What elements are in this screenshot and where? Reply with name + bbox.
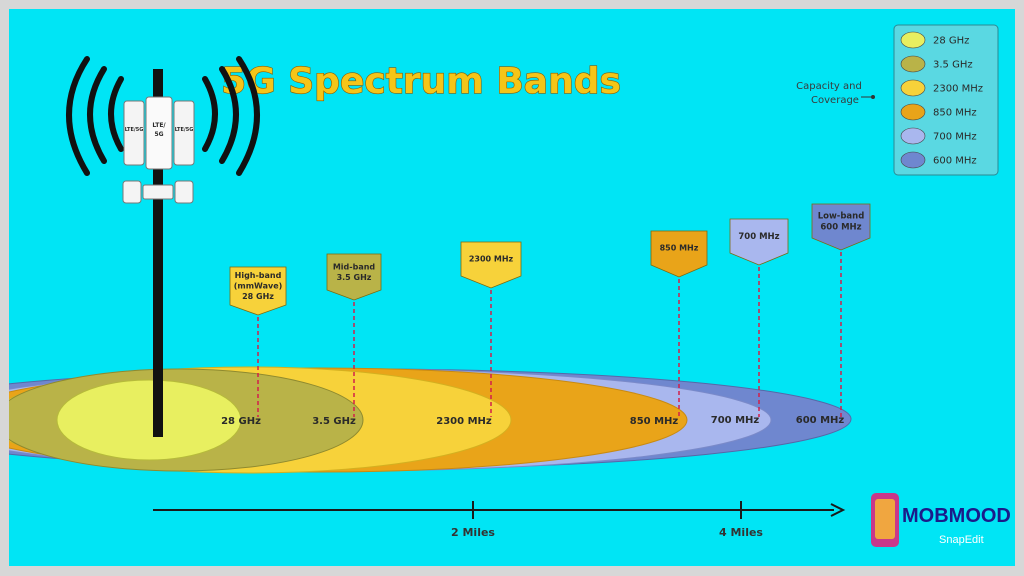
page-title: 5G Spectrum Bands: [221, 61, 621, 102]
legend-caption-line2: Coverage: [811, 95, 859, 106]
band-tag: 2300 MHz: [460, 241, 522, 417]
band-tag-shape: [729, 218, 789, 266]
band-tag: High-band (mmWave)28 GHz: [229, 266, 287, 417]
legend-item: 2300 MHz: [900, 79, 983, 97]
ellipse-band-label: 600 MHz: [796, 415, 845, 426]
legend-swatch: [900, 79, 926, 97]
legend-label: 2300 MHz: [933, 84, 983, 95]
signal-wave-icon: [66, 56, 90, 176]
band-tag-text: 600 MHz: [820, 222, 861, 232]
radio-unit-icon: [174, 180, 194, 204]
ellipse-band-label: 850 MHz: [630, 416, 679, 427]
legend-caption-line1: Capacity and: [796, 81, 862, 92]
legend-item: 3.5 GHz: [900, 55, 973, 73]
coverage-ellipses: [9, 366, 852, 474]
antenna-panel-left: [123, 100, 145, 166]
antenna-label-left: LTE/5G: [125, 127, 144, 133]
antenna-panel-center: [145, 96, 173, 170]
legend-swatch: [900, 103, 926, 121]
band-tag-text: 700 MHz: [738, 232, 779, 242]
ellipse-labels: 28 GHz 3.5 GHz 2300 MHz 850 MHz 700 MHz 600 M…: [221, 415, 844, 427]
distance-axis: 2 Miles 4 Miles: [153, 501, 846, 539]
ellipse-band-label: 2300 MHz: [436, 416, 492, 427]
band-tag-shape: [460, 241, 522, 289]
legend-swatch: [900, 55, 926, 73]
legend-item: 600 MHz: [900, 151, 977, 169]
watermark-brand: MOBMOOD: [902, 505, 1011, 527]
spectrum-diagram: 5G Spectrum Bands LTE/5G LTE/ 5G LTE/5G: [9, 24, 1011, 547]
band-tag: 700 MHz: [729, 218, 789, 417]
band-tag-shape: [811, 203, 871, 251]
antenna-label-center-1: LTE/: [152, 122, 166, 129]
legend-swatch: [900, 31, 926, 49]
legend-label: 700 MHz: [933, 132, 977, 143]
watermark-sub: SnapEdit: [939, 534, 984, 546]
signal-wave-icon: [236, 56, 260, 176]
legend-item: 28 GHz: [900, 31, 969, 49]
legend-label: 3.5 GHz: [933, 60, 973, 71]
antenna-label-right: LTE/5G: [175, 127, 194, 133]
signal-wave-icon: [219, 66, 239, 164]
band-tag-shape: [326, 253, 382, 301]
legend-label: 28 GHz: [933, 36, 969, 47]
band-tag-text: Mid-band: [333, 262, 376, 271]
legend-label: 850 MHz: [933, 108, 977, 119]
legend-swatch: [900, 151, 926, 169]
band-tag-text: 2300 MHz: [469, 255, 514, 264]
legend-label: 600 MHz: [933, 156, 977, 167]
signal-wave-icon: [202, 76, 218, 152]
axis-arrow-icon: [830, 503, 846, 517]
band-tag-shape: [650, 230, 708, 278]
legend-item: 850 MHz: [900, 103, 977, 121]
band-tag-text: High-band: [235, 271, 282, 280]
legend: Capacity and Coverage 28 GHz 3.5 GHz 2300 …: [796, 24, 999, 176]
watermark-logo: MOBMOOD SnapEdit: [871, 493, 1011, 547]
ellipse-band-label: 700 MHz: [711, 415, 760, 426]
diagram-panel: 5G Spectrum Bands LTE/5G LTE/ 5G LTE/5G: [9, 9, 1015, 566]
ellipse-band-label: 28 GHz: [221, 416, 261, 427]
legend-caption-dot: [871, 95, 875, 99]
coverage-28ghz: [56, 379, 242, 461]
band-tag-text: Low-band: [818, 211, 865, 221]
antenna-panel-right: [173, 100, 195, 166]
band-tag-text: 28 GHz: [242, 292, 274, 301]
radio-unit-icon: [122, 180, 142, 204]
axis-tick-label: 2 Miles: [451, 526, 495, 539]
band-tag-text: (mmWave): [234, 282, 283, 291]
signal-wave-icon: [108, 76, 124, 152]
signal-wave-icon: [87, 66, 107, 164]
legend-item: 700 MHz: [900, 127, 977, 145]
axis-tick-label: 4 Miles: [719, 526, 763, 539]
radio-unit-icon: [142, 184, 174, 200]
cell-tower-icon: LTE/5G LTE/ 5G LTE/5G: [66, 56, 260, 437]
band-tag-shape: [229, 266, 287, 316]
watermark-screen: [875, 499, 895, 539]
band-tag-text: 3.5 GHz: [337, 273, 372, 282]
ellipse-band-label: 3.5 GHz: [312, 416, 356, 427]
legend-swatch: [900, 127, 926, 145]
band-tags: High-band (mmWave)28 GHz Mid-band 3.5 GHz 23…: [229, 203, 871, 417]
band-tag-text: 850 MHz: [660, 244, 699, 253]
band-tag: Mid-band 3.5 GHz: [326, 253, 382, 417]
antenna-label-center-2: 5G: [154, 131, 163, 138]
band-tag: 850 MHz: [650, 230, 708, 417]
tower-mast: [153, 69, 163, 437]
